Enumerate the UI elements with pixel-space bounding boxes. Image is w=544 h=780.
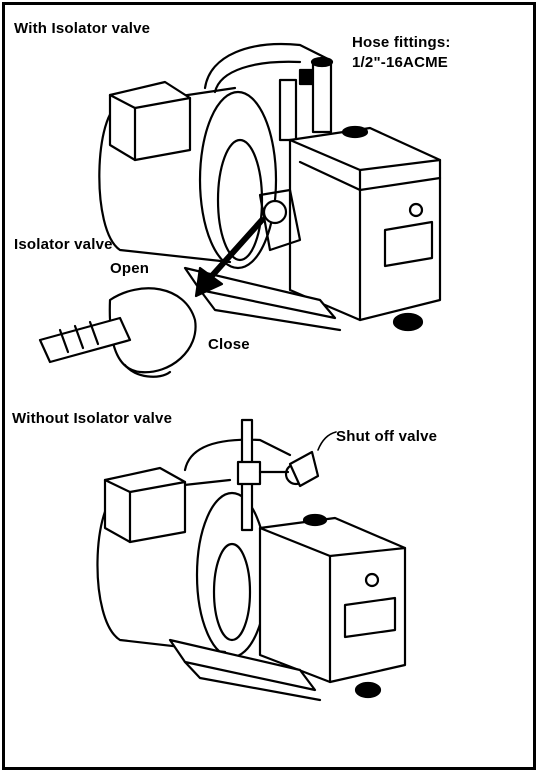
- hose-fittings-spec: 1/2"-16ACME: [352, 54, 449, 71]
- hose-fittings-label: Hose fittings:: [352, 34, 451, 51]
- vacuum-pump-with-isolator: [38, 43, 442, 378]
- isolator-valve-label: Isolator valve: [14, 236, 113, 253]
- close-label: Close: [208, 336, 250, 353]
- vacuum-pump-without-isolator: [96, 418, 407, 702]
- top-section-title: With Isolator valve: [14, 20, 151, 37]
- bottom-section-title: Without Isolator valve: [12, 410, 173, 427]
- open-label: Open: [110, 260, 150, 277]
- shut-off-valve-label: Shut off valve: [336, 428, 438, 445]
